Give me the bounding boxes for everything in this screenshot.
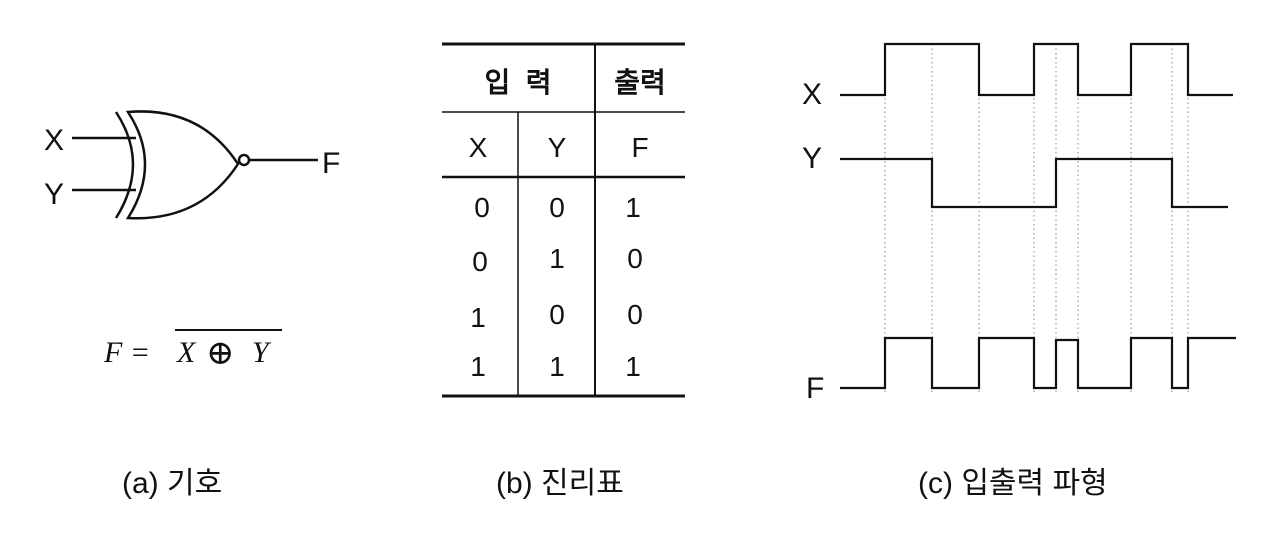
symbol-input-x-label: X xyxy=(44,124,64,157)
gate-body xyxy=(125,110,240,220)
table-row: 0 1 0 xyxy=(472,243,643,277)
waveform-y xyxy=(840,157,1228,209)
table-col-f: F xyxy=(631,132,648,163)
wave-label-f: F xyxy=(806,372,824,405)
table-header-output: 출력 xyxy=(614,67,666,98)
cell-r1-f: 1 xyxy=(625,192,641,223)
formula-xor-operator: ⊕ xyxy=(206,335,235,372)
cell-r4-x: 1 xyxy=(470,351,486,382)
table-header-input: 입 력 xyxy=(484,67,551,98)
formula-y: Y xyxy=(252,336,272,369)
waveform-f xyxy=(840,336,1236,390)
wave-label-x: X xyxy=(802,78,822,111)
cell-r3-f: 0 xyxy=(627,299,643,330)
waveform-x xyxy=(840,42,1233,97)
cell-r3-x: 1 xyxy=(470,302,486,333)
wave-label-y: Y xyxy=(802,142,822,175)
cell-r2-y: 1 xyxy=(549,243,565,274)
cell-r2-x: 0 xyxy=(472,246,488,277)
symbol-input-y-label: Y xyxy=(44,178,64,211)
cell-r4-y: 1 xyxy=(549,351,565,382)
boolean-formula: F = X ⊕ Y xyxy=(103,329,282,372)
table-row: 1 0 0 xyxy=(470,299,643,333)
formula-lhs: F = xyxy=(103,336,150,369)
cell-r1-x: 0 xyxy=(474,192,490,223)
caption-symbol: (a) 기호 xyxy=(122,467,222,500)
cell-r1-y: 0 xyxy=(549,192,565,223)
inversion-bubble xyxy=(237,153,251,167)
truth-table xyxy=(442,42,685,398)
table-row: 0 0 1 xyxy=(474,192,641,223)
symbol-output-f-label: F xyxy=(322,147,340,180)
table-col-x: X xyxy=(469,132,488,163)
cell-r2-f: 0 xyxy=(627,243,643,274)
table-row: 1 1 1 xyxy=(470,351,641,382)
formula-x: X xyxy=(176,336,197,369)
xnor-symbol xyxy=(72,110,318,220)
cell-r3-y: 0 xyxy=(549,299,565,330)
transition-guides xyxy=(884,44,1189,392)
cell-r4-f: 1 xyxy=(625,351,641,382)
table-col-y: Y xyxy=(548,132,567,163)
caption-truth-table: (b) 진리표 xyxy=(496,467,624,500)
caption-waveform: (c) 입출력 파형 xyxy=(918,467,1108,500)
xor-input-arc xyxy=(114,111,135,219)
